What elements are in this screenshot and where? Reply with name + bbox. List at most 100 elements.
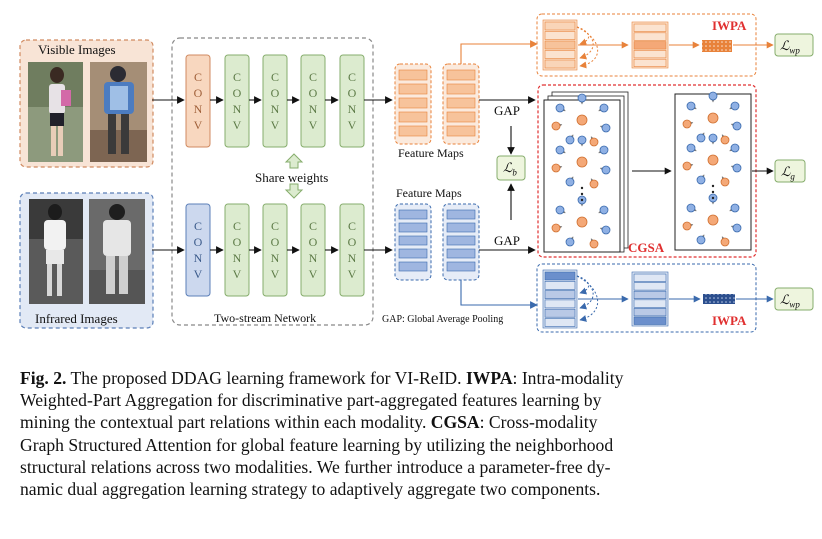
feature-stripe [544, 21, 576, 31]
graph-node [682, 161, 692, 171]
caption-line: structural relations across two modaliti… [20, 456, 611, 477]
graph-node [730, 143, 740, 153]
feature-stripe [398, 248, 428, 259]
feature-stripe [398, 125, 428, 137]
visible-images-panel [19, 39, 154, 168]
graph-node [599, 103, 609, 113]
feature-stripe [446, 125, 476, 137]
visible-images-label: Visible Images [38, 42, 116, 57]
feature-stripe [633, 299, 667, 308]
feature-stripe [633, 23, 667, 32]
graph-node [708, 133, 718, 143]
graph-node [599, 205, 609, 215]
share-weights-arrows [284, 153, 304, 199]
graph-node [730, 101, 740, 111]
graph-node [576, 156, 588, 168]
loss-b-box [496, 155, 526, 181]
graph-node [682, 119, 692, 129]
gap-bottom-label: GAP [494, 233, 521, 248]
graph-node [732, 163, 742, 173]
graph-node [565, 237, 575, 247]
iwpa-top-label: IWPA [712, 18, 747, 33]
graph-node [576, 114, 588, 126]
graph-node [707, 112, 719, 124]
two-stream-network-label: Two-stream Network [214, 311, 317, 325]
graph-node [732, 121, 742, 131]
graph-node [720, 135, 730, 145]
graph-node [696, 175, 706, 185]
gap-arrows [479, 96, 536, 254]
feature-stripe [446, 111, 476, 123]
iwpa-bottom-label: IWPA [712, 313, 747, 328]
graph-node [599, 145, 609, 155]
graph-node [555, 145, 565, 155]
feature-stripe [633, 32, 667, 41]
graph-node [720, 237, 730, 247]
feature-stripe [446, 69, 476, 81]
feature-stripe [633, 282, 667, 291]
iwpa-bottom-route [460, 280, 538, 309]
graph-node [551, 223, 561, 233]
feature-stripe [633, 316, 667, 325]
feature-stripe [633, 50, 667, 59]
graph-node [577, 93, 587, 103]
loss-g-label: ℒg [781, 164, 795, 182]
feature-maps-bottom-label: Feature Maps [396, 186, 462, 200]
graph-node [555, 205, 565, 215]
graph-node [732, 223, 742, 233]
graph-node [686, 203, 696, 213]
feature-stripe [633, 41, 667, 50]
graph-node [555, 103, 565, 113]
feature-stripe [633, 308, 667, 317]
feature-stripe [446, 97, 476, 109]
infrared-images-label: Infrared Images [35, 311, 118, 326]
caption-line: mining the contextual part relations wit… [20, 412, 598, 433]
feature-stripe [398, 209, 428, 220]
feature-stripe [398, 261, 428, 272]
caption-line: namic dual aggregation learning strategy… [20, 479, 601, 500]
feature-stripe [544, 40, 576, 50]
graph-node [696, 235, 706, 245]
graph-node [708, 91, 718, 101]
conv-arrows [152, 96, 393, 254]
feature-stripe [398, 83, 428, 95]
loss-wp-bottom-label: ℒwp [780, 292, 800, 310]
feature-stripe [544, 299, 576, 309]
feature-stripe [446, 209, 476, 220]
feature-stripe [544, 59, 576, 69]
feature-stripe [544, 318, 576, 327]
feature-stripe [446, 235, 476, 246]
graph-node [589, 137, 599, 147]
graph-nodes [551, 91, 742, 249]
infrared-images-panel [19, 192, 154, 329]
graph-node [707, 214, 719, 226]
feature-stripe [398, 222, 428, 233]
graph-node [707, 154, 719, 166]
gap-top-label: GAP [494, 103, 521, 118]
figure-caption: Fig. 2. The proposed DDAG learning frame… [20, 367, 802, 500]
graph-node [576, 216, 588, 228]
caption-line: Weighted-Part Aggregation for discrimina… [20, 390, 602, 411]
framework-figure [19, 13, 814, 333]
graph-node [696, 133, 706, 143]
feature-stripe [398, 111, 428, 123]
feature-stripe [446, 222, 476, 233]
cgsa-label: CGSA [628, 240, 665, 255]
loss-boxes [774, 33, 814, 311]
graph-node [601, 123, 611, 133]
feature-stripe [544, 271, 576, 281]
feature-stripe [544, 31, 576, 40]
share-weights-label: Share weights [255, 170, 329, 185]
feature-stripe [446, 83, 476, 95]
iwpa-top-route [460, 40, 538, 64]
graph-node [551, 121, 561, 131]
feature-maps-top-label: Feature Maps [398, 146, 464, 160]
